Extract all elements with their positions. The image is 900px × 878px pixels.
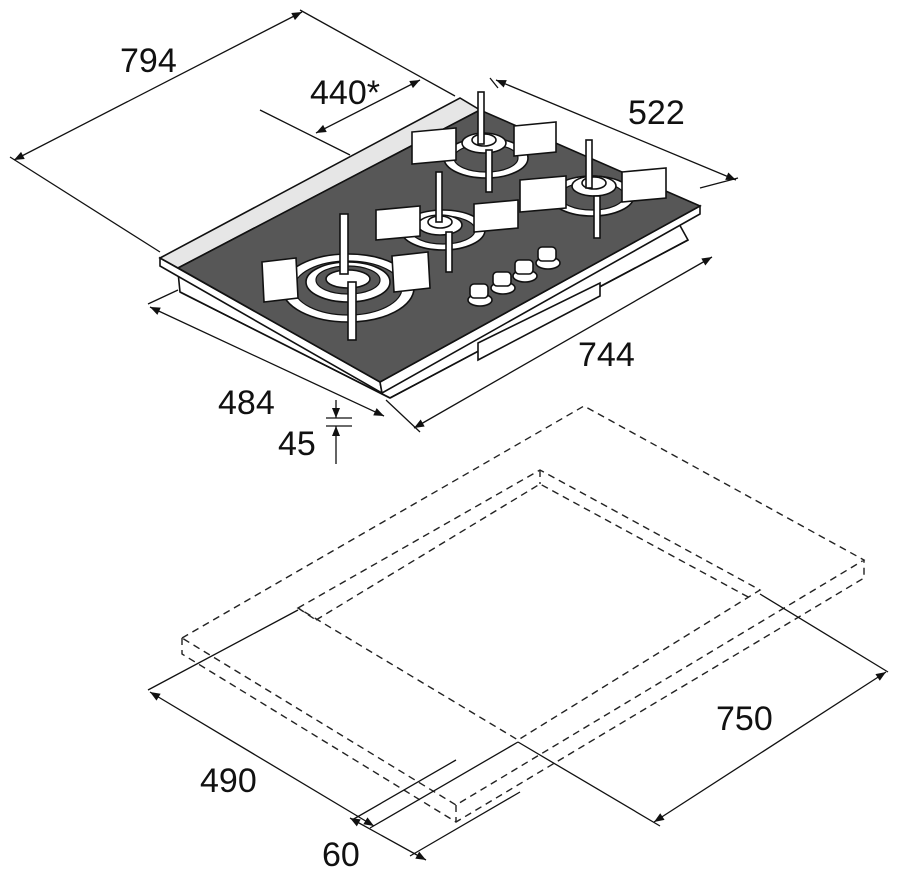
dim-label-45: 45 xyxy=(278,425,316,463)
cutout xyxy=(180,405,866,823)
dim-label-484: 484 xyxy=(218,384,275,422)
dim-label-60: 60 xyxy=(322,836,360,874)
dim-line-794 xyxy=(13,11,303,161)
dim-label-744: 744 xyxy=(578,336,635,374)
dim-line-750 xyxy=(653,671,887,823)
dim-label-440: 440* xyxy=(310,74,380,112)
knob xyxy=(535,246,561,270)
dim-label-750: 750 xyxy=(716,700,773,738)
dim-label-522: 522 xyxy=(628,94,685,132)
middle-burner xyxy=(375,171,519,273)
dim-line-490 xyxy=(149,691,375,827)
dim-line-484 xyxy=(149,306,385,417)
dim-line-744 xyxy=(413,256,713,429)
knob xyxy=(467,283,493,307)
dim-line-440 xyxy=(315,79,421,134)
knob xyxy=(490,271,516,295)
dim-line-522 xyxy=(495,79,737,181)
dim-label-794: 794 xyxy=(120,42,177,80)
knob xyxy=(512,259,538,283)
dim-label-490: 490 xyxy=(200,762,257,800)
hob-dimensions: 794 440* 522 744 484 45 xyxy=(9,9,739,464)
wok-burner xyxy=(261,213,431,341)
cutout-dimensions: 750 490 60 xyxy=(147,593,889,874)
dim-line-60 xyxy=(349,817,427,861)
